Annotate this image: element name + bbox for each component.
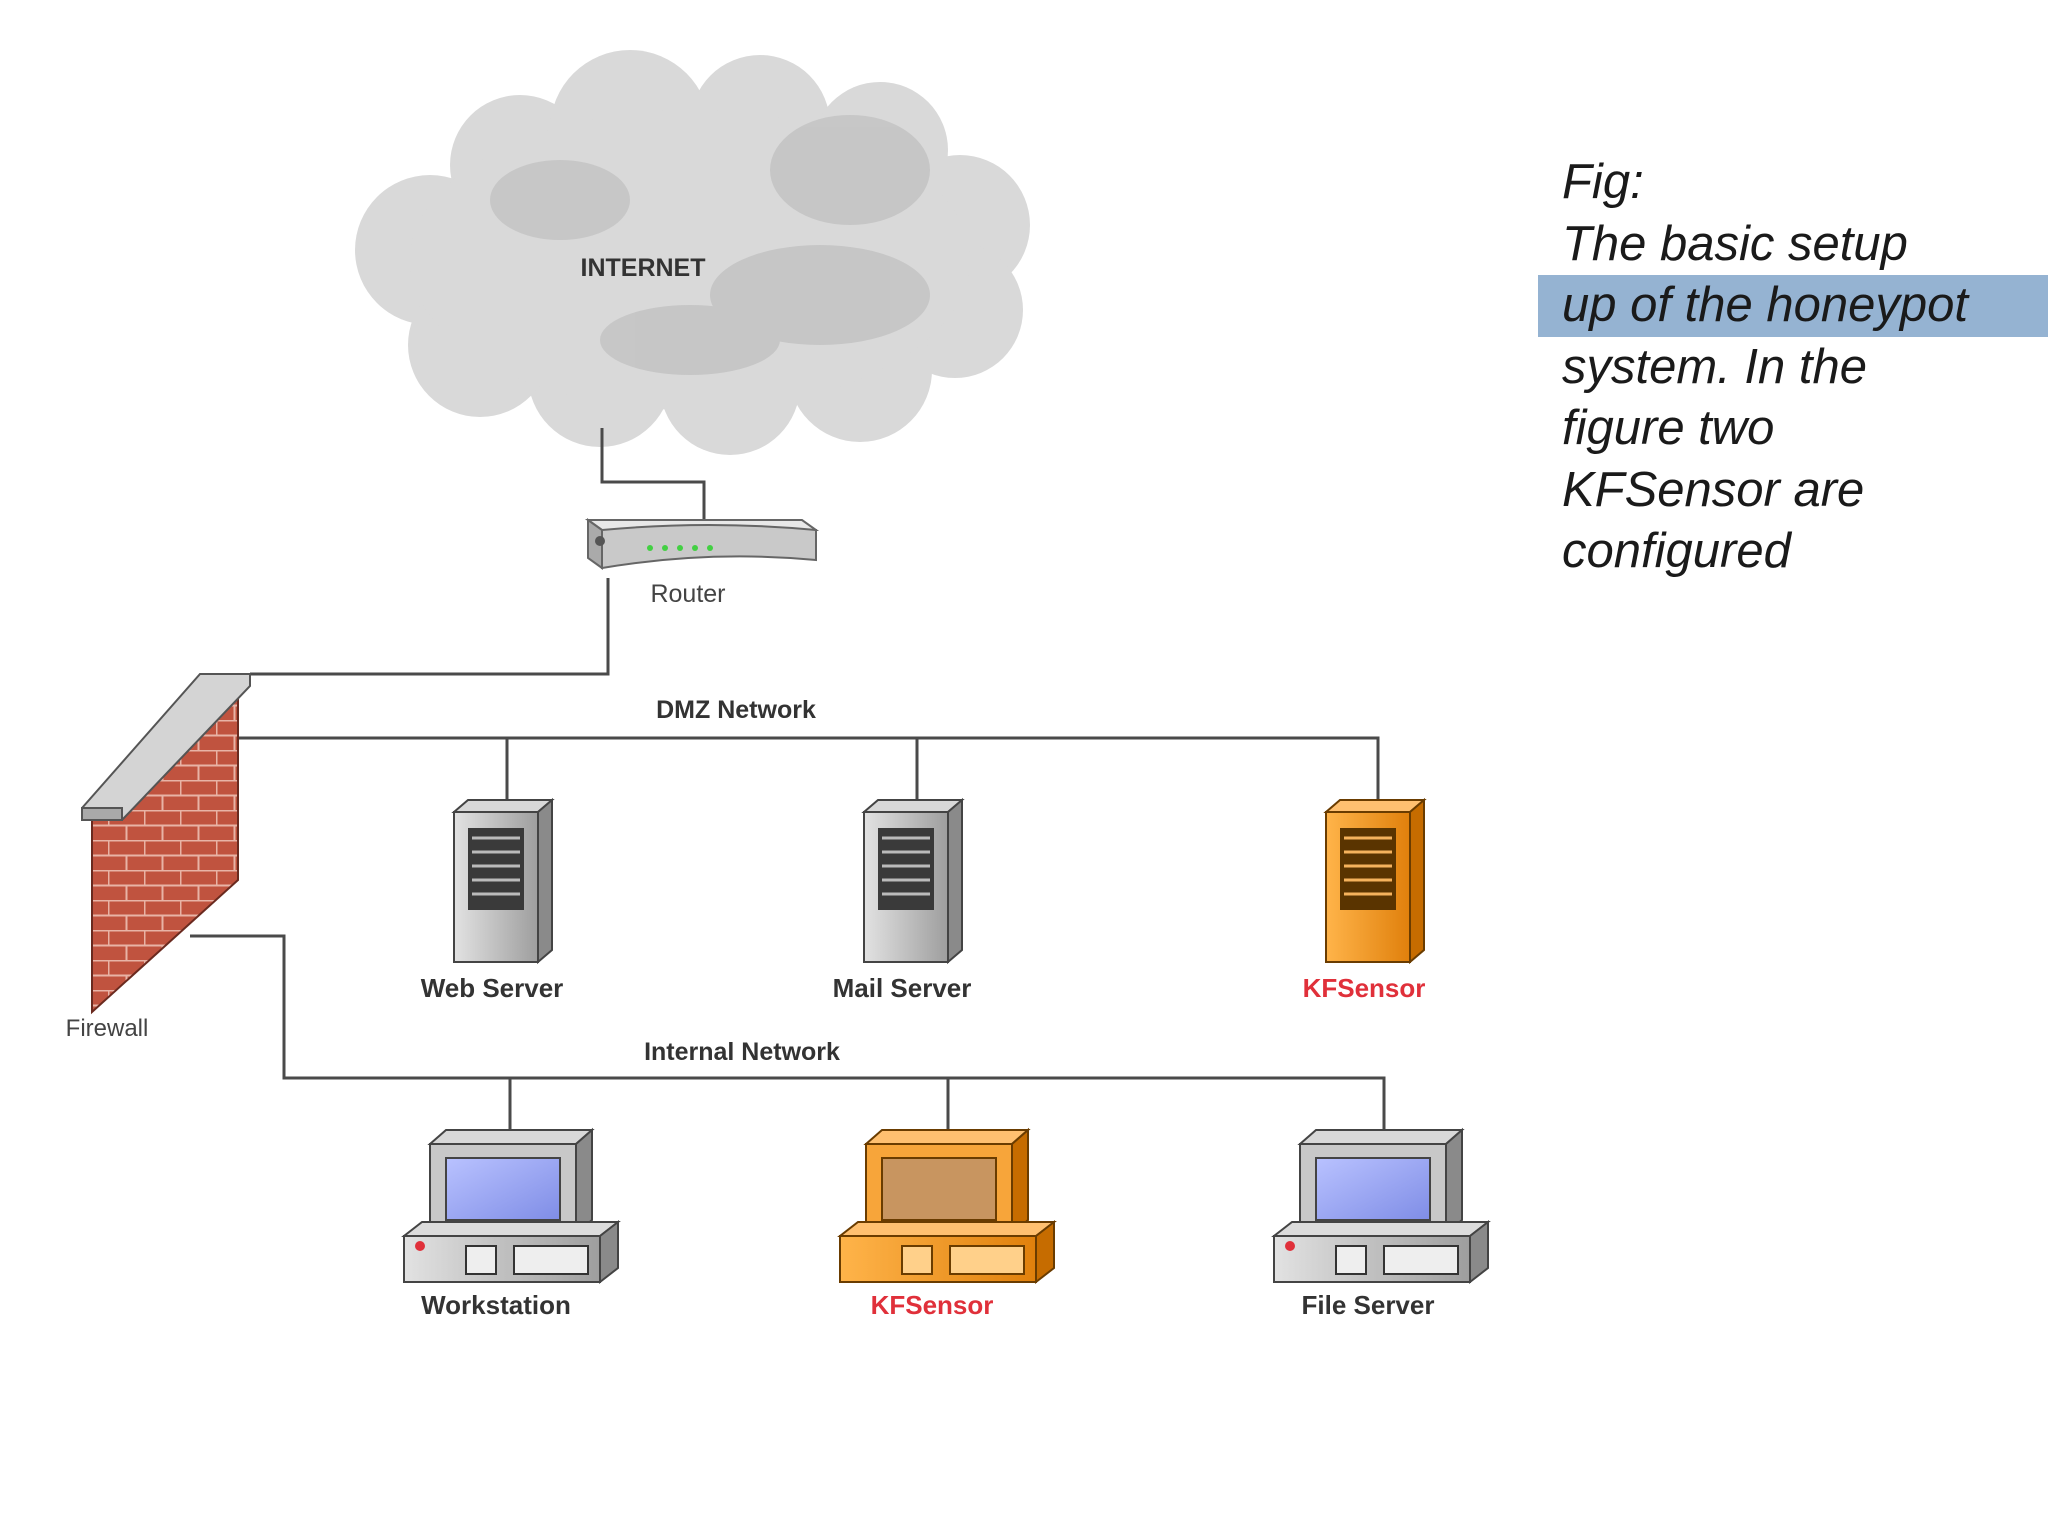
mail-server-label: Mail Server — [833, 973, 972, 1003]
caption-line: figure two — [1562, 401, 1775, 455]
web-server-icon: Web Server — [421, 797, 564, 1003]
web-server-label: Web Server — [421, 973, 564, 1003]
kfsensor-dmz-label: KFSensor — [1303, 973, 1426, 1003]
router-label: Router — [650, 580, 725, 608]
router-icon: Router — [584, 518, 820, 608]
internet-label: INTERNET — [581, 254, 706, 282]
dmz-network-label: DMZ Network — [656, 696, 816, 724]
figure-caption: Fig: The basic setup up of the honeypot … — [1538, 152, 2048, 583]
file-server-icon: File Server — [1271, 1127, 1491, 1320]
internal-network-label: Internal Network — [644, 1038, 840, 1066]
caption-line: system. In the — [1562, 339, 1868, 394]
caption-line: The basic setup — [1562, 216, 1908, 271]
internet-cloud-icon: INTERNET — [355, 50, 1030, 455]
mail-server-icon: Mail Server — [833, 797, 972, 1003]
network-wires — [190, 428, 1386, 1132]
caption-line: configured — [1562, 524, 1791, 578]
file-server-label: File Server — [1302, 1290, 1435, 1320]
kfsensor-internal-workstation-icon: KFSensor — [837, 1127, 1057, 1320]
caption-line-highlighted: up of the honeypot — [1538, 275, 2048, 337]
kfsensor-dmz-server-icon: KFSensor — [1303, 797, 1427, 1003]
caption-line: KFSensor are — [1562, 462, 1865, 517]
workstation-label: Workstation — [421, 1290, 571, 1320]
firewall-label: Firewall — [66, 1015, 149, 1042]
workstation-icon: Workstation — [401, 1127, 621, 1320]
caption-line: Fig: — [1562, 155, 1644, 209]
firewall-icon: Firewall — [66, 673, 251, 1042]
kfsensor-internal-label: KFSensor — [871, 1290, 994, 1320]
